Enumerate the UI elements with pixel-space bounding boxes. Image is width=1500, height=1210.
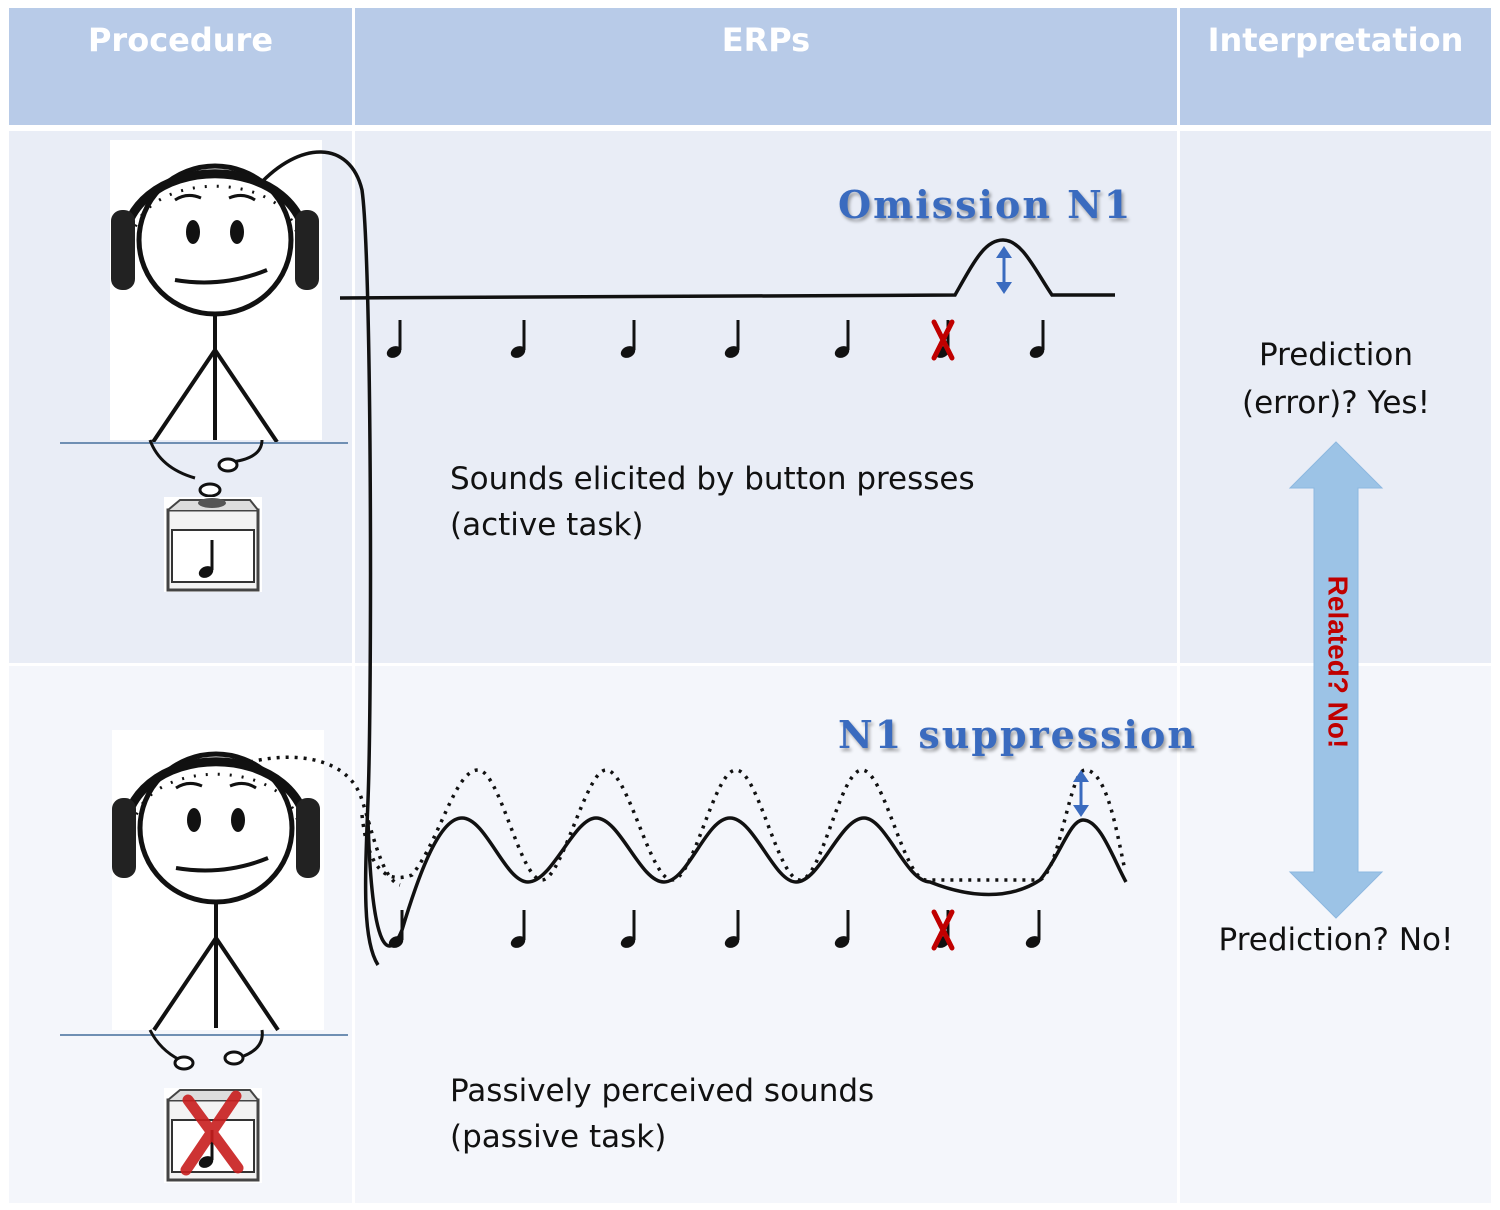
header-interpretation: Interpretation (1207, 21, 1464, 59)
passive-caption-line1: Passively perceived sounds (450, 1073, 875, 1109)
eeg-cable (256, 150, 380, 966)
passive-caption-line2: (passive task) (450, 1119, 667, 1155)
suppression-amplitude-arrow (1073, 770, 1089, 817)
double-arrow-icon (1288, 441, 1384, 919)
active-interpretation-line1: Prediction (1258, 337, 1413, 373)
omission-amplitude-arrow (996, 246, 1012, 294)
relation-label: Related? No! (1323, 576, 1354, 749)
passive-erp-waveform-solid (366, 816, 1128, 948)
active-caption-line1: Sounds elicited by button presses (450, 461, 975, 497)
active-erp-cell (355, 131, 1177, 663)
active-interpretation-line2: (error)? Yes! (1241, 385, 1430, 421)
active-caption-line2: (active task) (450, 507, 644, 543)
n1-suppression-label: N1 suppression (838, 712, 1197, 757)
passive-cable (249, 755, 401, 887)
header-erps: ERPs (721, 21, 811, 59)
left-arm (148, 439, 196, 480)
omission-n1-label: Omission N1 (838, 182, 1133, 227)
passive-interpretation: Prediction? No! (1218, 922, 1454, 958)
button-box-icon (164, 497, 262, 592)
header-cell-procedure (9, 8, 352, 125)
header-cell-interpretation (1180, 8, 1491, 125)
header-procedure: Procedure (87, 21, 274, 59)
header-cell-erps (355, 8, 1177, 125)
active-erp-waveform (339, 238, 1115, 300)
disabled-button-box-icon (164, 1088, 262, 1183)
